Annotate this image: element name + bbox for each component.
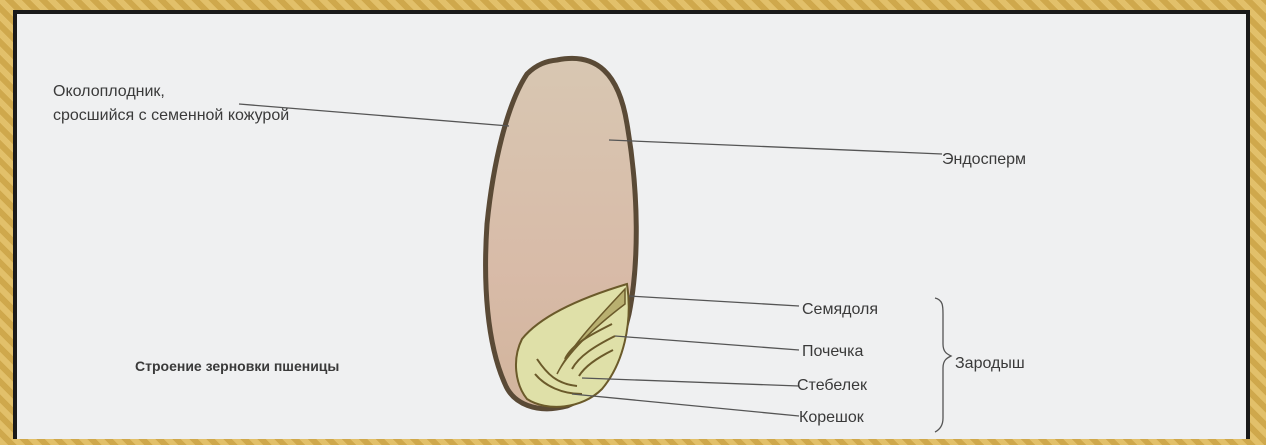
pericarp-label-line2: сросшийся с семенной кожурой — [53, 107, 289, 124]
root-leader — [572, 394, 799, 416]
embryo-bracket — [935, 298, 951, 432]
cotyledon-label: Семядоля — [802, 301, 878, 318]
stem-leader — [582, 378, 799, 386]
bud-label: Почечка — [802, 343, 863, 360]
cotyledon-leader — [629, 296, 799, 306]
diagram-caption: Строение зерновки пшеницы — [135, 358, 339, 374]
diagram-panel: Околоплодник, сросшийся с семенной кожур… — [17, 14, 1246, 439]
pericarp-label-line1: Околоплодник, — [53, 83, 165, 100]
root-label: Корешок — [799, 409, 865, 426]
embryo-label: Зародыш — [955, 355, 1025, 372]
wheat-grain-diagram: Околоплодник, сросшийся с семенной кожур… — [17, 14, 1246, 439]
endosperm-label: Эндосперм — [942, 151, 1026, 168]
endosperm-leader — [609, 140, 942, 154]
stem-label: Стебелек — [797, 377, 868, 394]
bud-leader — [615, 336, 799, 350]
black-border: Околоплодник, сросшийся с семенной кожур… — [13, 10, 1250, 439]
